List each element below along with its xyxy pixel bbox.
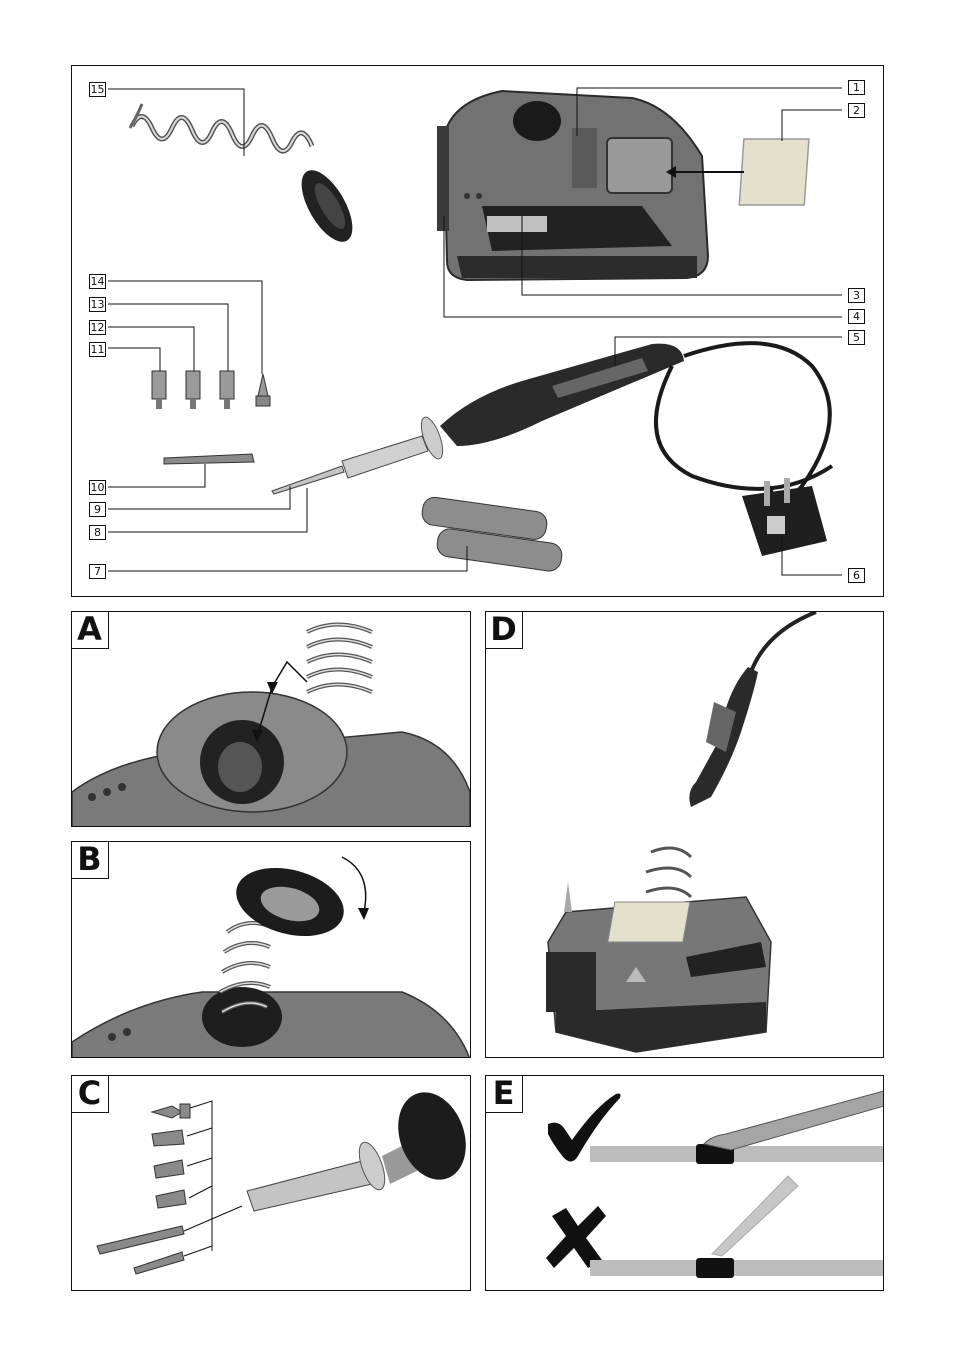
soldering-station-base [437,91,708,280]
cross-mark-icon [546,1206,606,1268]
soldering-tips [152,371,270,409]
step-c-panel: C [71,1075,471,1291]
step-d-label: D [485,611,523,649]
callout-9: 9 [89,502,106,517]
step-d-illustration [486,612,884,1058]
step-e-label: E [485,1075,523,1113]
step-a-panel: A [71,611,471,827]
step-a-illustration [72,612,471,827]
callout-5: 5 [848,330,865,345]
step-e-illustration [486,1076,884,1291]
solder-wire-rolls [421,496,564,573]
callout-13: 13 [89,297,106,312]
step-b-label: B [71,841,109,879]
callout-15: 15 [89,82,106,97]
callout-11: 11 [89,342,106,357]
soldering-iron [272,343,832,511]
overview-illustration [72,66,884,597]
callout-8: 8 [89,525,106,540]
cleaning-sponge [739,139,809,205]
step-c-label: C [71,1075,109,1113]
callout-4: 4 [848,309,865,324]
step-c-illustration [72,1076,471,1291]
step-e-panel: E [485,1075,884,1291]
callout-6: 6 [848,568,865,583]
step-b-panel: B [71,841,471,1058]
step-a-label: A [71,611,109,649]
callout-2: 2 [848,103,865,118]
callout-7: 7 [89,564,106,579]
spring-holder [130,104,363,250]
overview-panel: 15 1 2 3 4 5 14 13 12 11 10 9 8 7 6 [71,65,884,597]
callout-10: 10 [89,480,106,495]
step-b-illustration [72,842,471,1058]
callout-14: 14 [89,274,106,289]
callout-3: 3 [848,288,865,303]
step-d-panel: D [485,611,884,1058]
callout-1: 1 [848,80,865,95]
callout-12: 12 [89,320,106,335]
flat-tip [164,454,254,464]
